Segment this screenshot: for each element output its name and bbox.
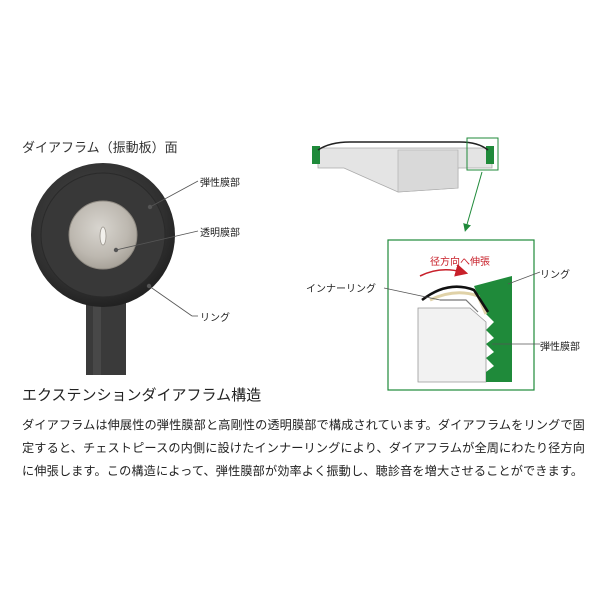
stethoscope-tube <box>86 300 126 375</box>
center-mark-icon <box>99 226 107 246</box>
label-radial-extension: 径方向へ伸張 <box>430 257 490 268</box>
label-detail-ring: リング <box>540 270 570 281</box>
label-ring: リング <box>200 313 230 324</box>
label-transparent-membrane: 透明膜部 <box>200 228 240 239</box>
description-body: ダイアフラムは伸展性の弾性膜部と高剛性の透明膜部で構成されています。ダイアフラム… <box>22 418 586 478</box>
label-elastic-membrane: 弾性膜部 <box>200 178 240 189</box>
label-inner-ring: インナーリング <box>306 284 376 295</box>
right-leader-lines <box>383 271 541 345</box>
diaphragm-face <box>31 163 175 307</box>
detail-box <box>387 239 535 391</box>
section-heading: エクステンションダイアフラム構造 <box>22 386 262 404</box>
chestpiece-cross-section <box>312 137 499 232</box>
left-leader-lines <box>113 180 199 317</box>
label-detail-elastic: 弾性膜部 <box>540 342 580 353</box>
diaphragm-face-title: ダイアフラム（振動板）面 <box>22 141 178 156</box>
